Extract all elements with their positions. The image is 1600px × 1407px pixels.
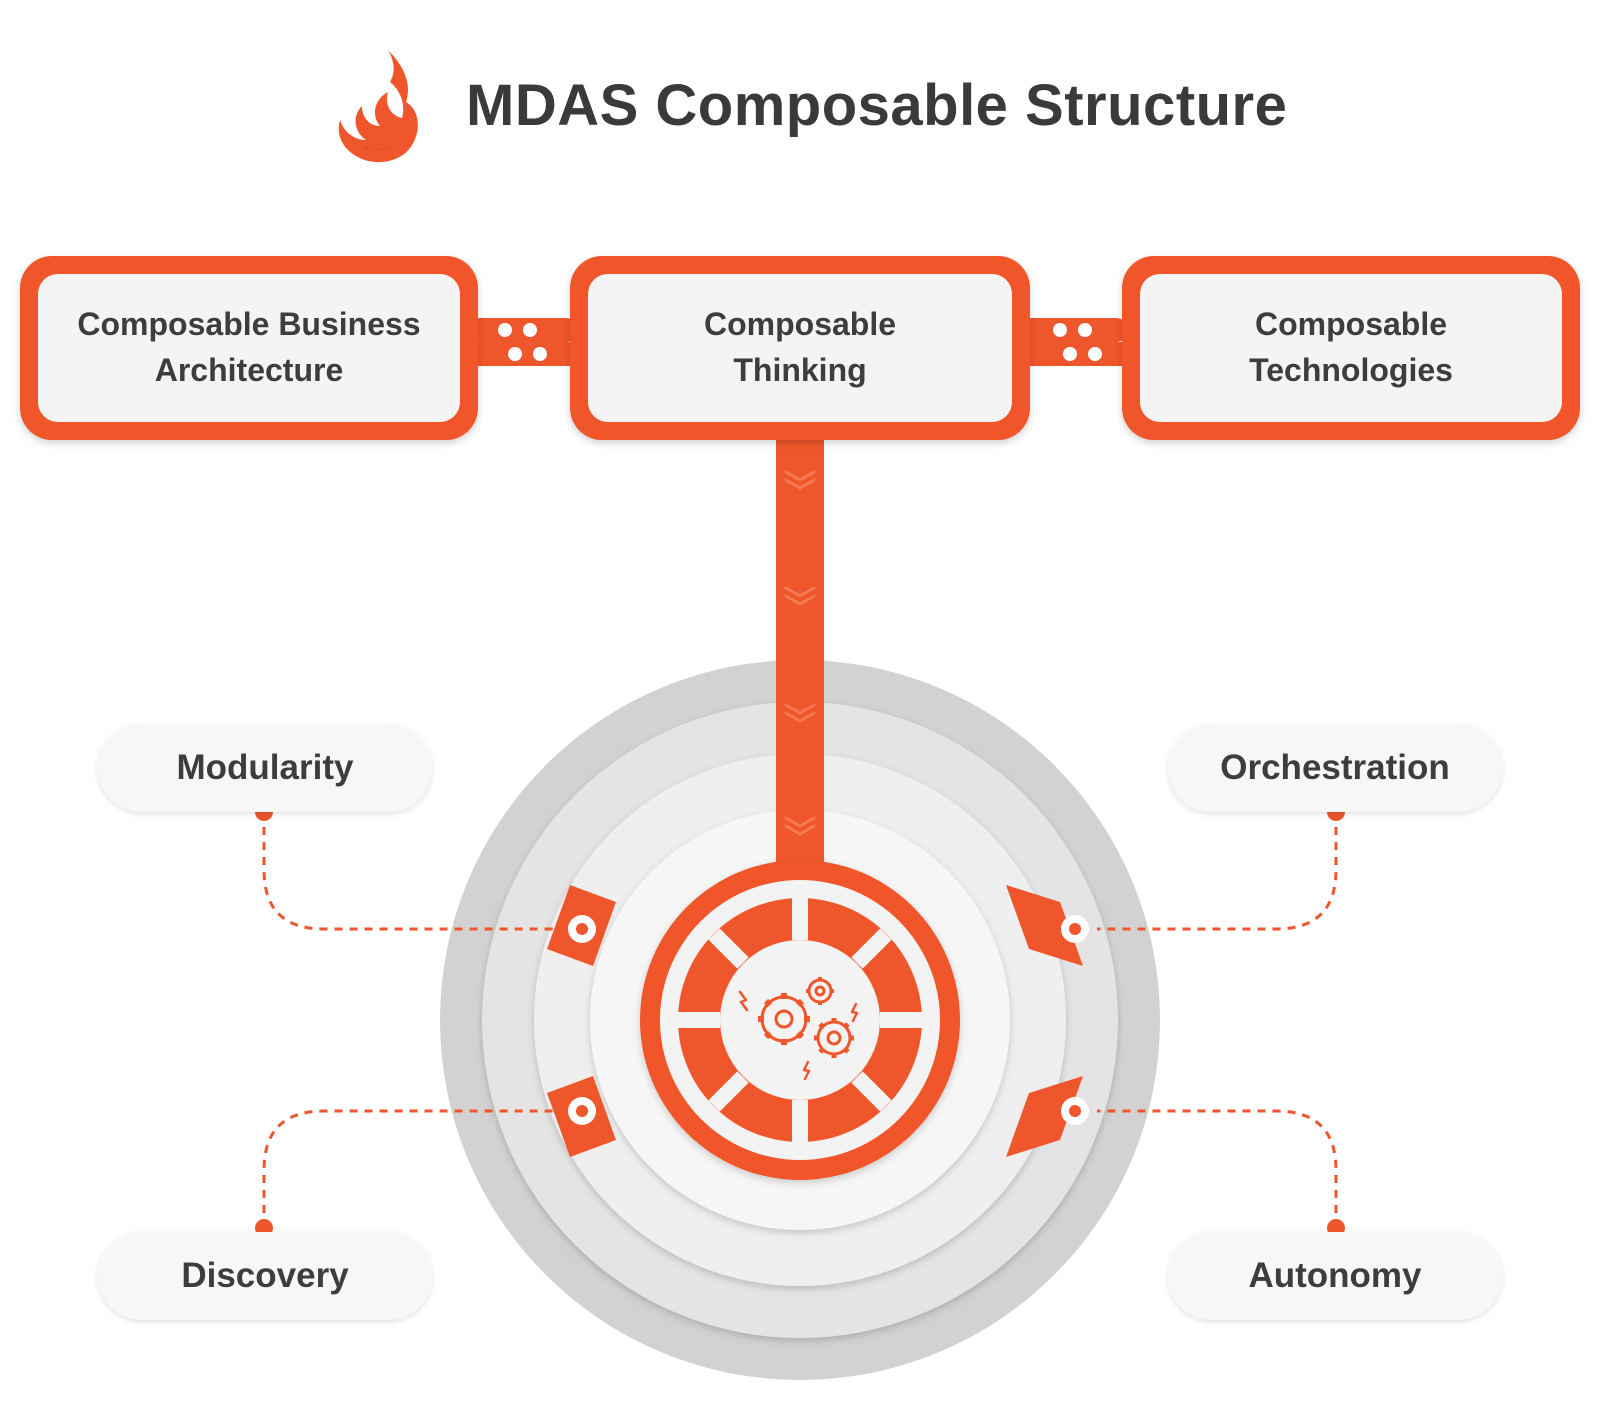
pill-autonomy: Autonomy [1248,1256,1422,1295]
box-label-business-architecture: Composable Business Architecture [77,306,421,388]
ring-marker-top-right [1006,885,1083,966]
box-label-composable-technologies: Composable Technologies [1249,306,1453,388]
pill-orchestration: Orchestration [1220,748,1450,787]
leader-discovery [262,1109,560,1228]
central-hub [640,860,960,1180]
top-boxes [20,256,1580,440]
pill-modularity: Modularity [176,748,354,787]
leader-modularity [262,812,560,931]
box-label-composable-thinking: Composable Thinking [703,306,897,388]
leader-lines [262,812,1338,1228]
chain-connectors [458,318,1134,366]
leader-autonomy [1097,1109,1338,1228]
gears-icon [738,977,859,1081]
pill-backgrounds [98,724,1502,1320]
vertical-connector [776,430,824,870]
leader-orchestration [1097,812,1338,931]
page-title: MDAS Composable Structure [466,73,1288,138]
hub-spokes [678,898,922,1142]
flame-logo-icon [338,50,418,163]
ring-markers [547,885,1089,1157]
ring-marker-bottom-right [1006,1076,1083,1157]
pill-discovery: Discovery [181,1256,349,1295]
